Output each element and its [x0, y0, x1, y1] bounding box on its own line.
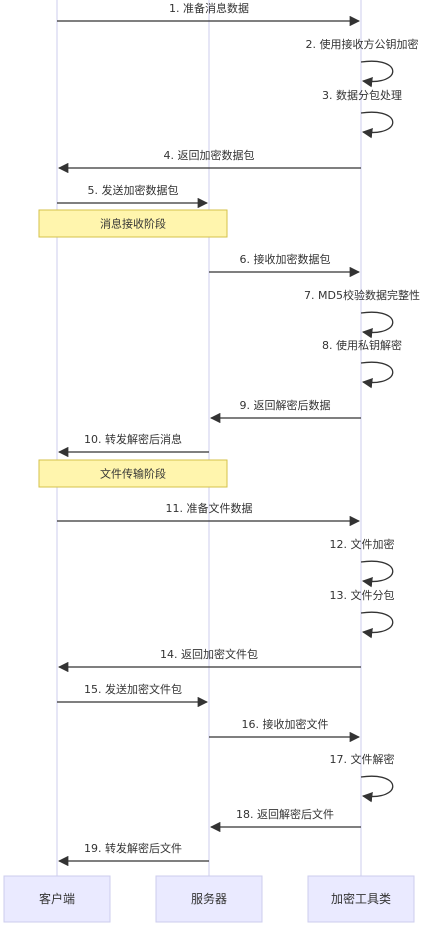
note-box — [38, 459, 228, 488]
message-label: 19. 转发解密后文件 — [84, 841, 182, 855]
self-message-arrow — [360, 111, 394, 139]
message-3: 3. 数据分包处理 — [322, 88, 402, 139]
self-message-arrow — [360, 611, 394, 639]
message-label: 6. 接收加密数据包 — [240, 252, 331, 266]
message-label: 8. 使用私钥解密 — [322, 338, 402, 352]
self-message-arrow — [360, 361, 394, 389]
message-1: 1. 准备消息数据 — [57, 1, 361, 27]
actor-box — [307, 875, 415, 923]
message-15: 15. 发送加密文件包 — [57, 682, 209, 708]
message-8: 8. 使用私钥解密 — [322, 338, 402, 389]
message-4: 4. 返回加密数据包 — [57, 148, 361, 174]
message-13: 13. 文件分包 — [330, 588, 395, 639]
messages: 1. 准备消息数据 2. 使用接收方公钥加密 3. 数据分包处理 4. 返回加密数据包… — [57, 1, 420, 867]
message-label: 13. 文件分包 — [330, 588, 395, 602]
actor-boxes: 客户端 服务器 加密工具类 — [3, 875, 415, 923]
actor-label: 加密工具类 — [331, 891, 391, 906]
self-message-arrow — [360, 560, 394, 588]
message-label: 15. 发送加密文件包 — [84, 682, 182, 696]
message-label: 4. 返回加密数据包 — [164, 148, 255, 162]
message-label: 7. MD5校验数据完整性 — [304, 288, 420, 302]
message-label: 12. 文件加密 — [330, 537, 395, 551]
message-19: 19. 转发解密后文件 — [57, 841, 209, 867]
message-label: 5. 发送加密数据包 — [88, 183, 179, 197]
actor-crypto: 加密工具类 — [307, 875, 415, 923]
message-17: 17. 文件解密 — [330, 752, 395, 803]
actor-label: 客户端 — [39, 891, 75, 906]
actor-box — [155, 875, 263, 923]
self-message-arrow — [360, 311, 394, 339]
self-message-arrow — [360, 775, 394, 803]
message-14: 14. 返回加密文件包 — [57, 647, 361, 673]
message-label: 11. 准备文件数据 — [166, 501, 253, 515]
message-2: 2. 使用接收方公钥加密 — [306, 37, 419, 88]
message-label: 10. 转发解密后消息 — [84, 432, 182, 446]
actor-box — [3, 875, 111, 923]
message-label: 3. 数据分包处理 — [322, 88, 402, 102]
note-label: 文件传输阶段 — [100, 467, 166, 481]
message-label: 9. 返回解密后数据 — [240, 398, 331, 412]
message-label: 2. 使用接收方公钥加密 — [306, 37, 419, 51]
actor-server: 服务器 — [155, 875, 263, 923]
note-label: 消息接收阶段 — [100, 217, 166, 231]
message-label: 18. 返回解密后文件 — [236, 807, 334, 821]
actor-label: 服务器 — [191, 891, 227, 906]
note-box — [38, 209, 228, 238]
message-9: 9. 返回解密后数据 — [209, 398, 361, 424]
message-label: 16. 接收加密文件 — [242, 717, 329, 731]
message-label: 14. 返回加密文件包 — [160, 647, 258, 661]
message-11: 11. 准备文件数据 — [57, 501, 361, 527]
actor-client: 客户端 — [3, 875, 111, 923]
message-12: 12. 文件加密 — [330, 537, 395, 588]
lifelines — [56, 0, 362, 876]
message-16: 16. 接收加密文件 — [209, 717, 361, 743]
self-message-arrow — [360, 60, 394, 88]
message-18: 18. 返回解密后文件 — [209, 807, 361, 833]
message-label: 1. 准备消息数据 — [169, 1, 249, 15]
message-7: 7. MD5校验数据完整性 — [304, 288, 420, 339]
message-label: 17. 文件解密 — [330, 752, 395, 766]
message-6: 6. 接收加密数据包 — [209, 252, 361, 278]
note-1: 消息接收阶段 — [38, 209, 228, 238]
note-2: 文件传输阶段 — [38, 459, 228, 488]
message-5: 5. 发送加密数据包 — [57, 183, 209, 209]
message-10: 10. 转发解密后消息 — [57, 432, 209, 458]
